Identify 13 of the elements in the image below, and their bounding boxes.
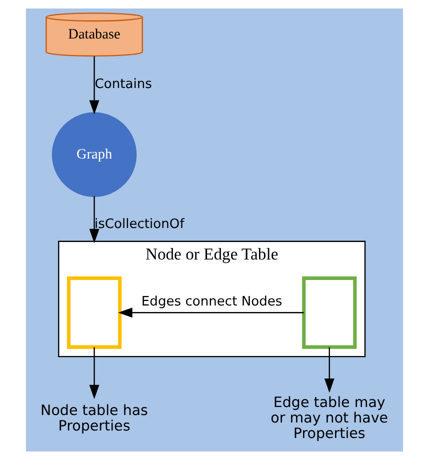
node-text: Edge table may or may not have Properties bbox=[270, 395, 388, 442]
node-circle: Graph bbox=[51, 112, 136, 197]
arrow bbox=[88, 347, 99, 400]
arrow bbox=[88, 56, 99, 114]
node-box bbox=[302, 276, 356, 349]
node-text: Node table has Properties bbox=[40, 402, 148, 434]
arrow bbox=[324, 347, 334, 393]
arrow bbox=[88, 196, 99, 244]
node-box bbox=[66, 276, 122, 349]
arrow bbox=[118, 308, 304, 318]
edge-label: isCollectionOf bbox=[94, 217, 184, 232]
edge-label: Contains bbox=[94, 76, 152, 92]
edge-label: Edges connect Nodes bbox=[140, 294, 282, 310]
